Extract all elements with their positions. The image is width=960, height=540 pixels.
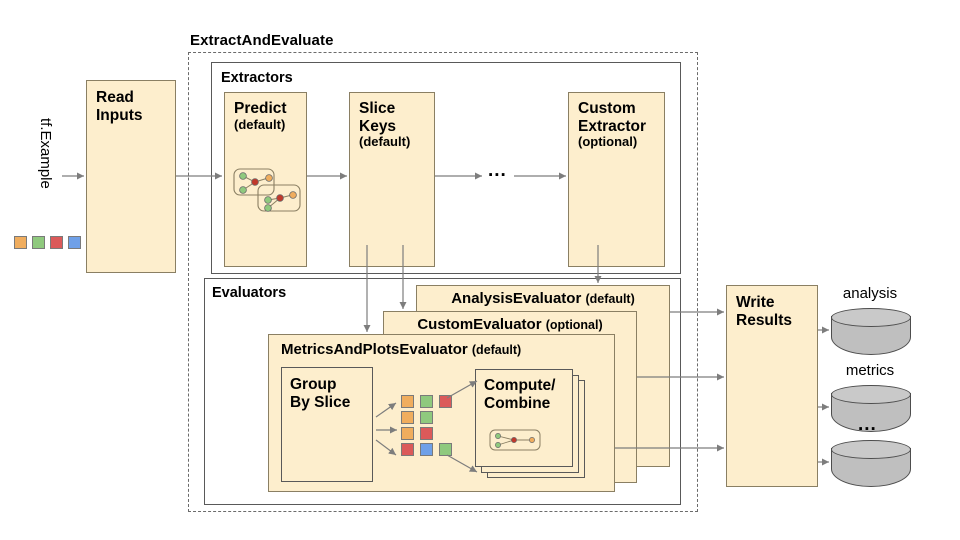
evaluator-custom-title: CustomEvaluator (optional) [417, 316, 603, 333]
slice-chip [401, 411, 414, 424]
slice-chip [401, 395, 414, 408]
evaluators-group [204, 278, 681, 505]
extractor-custom-title: Custom Extractor (optional) [578, 100, 647, 150]
group-by-slice-title: Group By Slice [290, 376, 351, 411]
slice-chip [420, 427, 433, 440]
output-caption-more: ... [858, 414, 877, 435]
chip-0 [14, 236, 27, 249]
slice-chip [420, 443, 433, 456]
chip-2 [50, 236, 63, 249]
chip-1 [32, 236, 45, 249]
chip-3 [68, 236, 81, 249]
slice-chip [420, 411, 433, 424]
read-inputs-title: Read Inputs [96, 89, 143, 124]
slice-chip-grid [401, 395, 471, 465]
output-caption-metrics: metrics [845, 362, 895, 379]
write-results-node[interactable]: Write Results [726, 285, 818, 487]
extractors-ellipsis: ... [488, 160, 507, 181]
evaluator-analysis-title: AnalysisEvaluator (default) [451, 290, 635, 307]
extractor-predict-title: Predict (default) [234, 100, 287, 132]
compute-combine-title: Compute/ Combine [484, 377, 556, 412]
graph-icon-small [489, 429, 541, 451]
slice-chip [401, 443, 414, 456]
extract-and-evaluate-title: ExtractAndEvaluate [190, 32, 334, 49]
slice-chip [401, 427, 414, 440]
evaluator-metrics-title: MetricsAndPlotsEvaluator (default) [281, 341, 522, 358]
output-cylinder-analysis[interactable] [831, 308, 911, 356]
evaluator-node-metrics-and-plots[interactable]: MetricsAndPlotsEvaluator (default) Group… [268, 334, 615, 492]
read-inputs-node[interactable]: Read Inputs [86, 80, 176, 273]
input-chips [14, 236, 84, 250]
graph-icon [233, 168, 301, 212]
extract-and-evaluate-group [188, 52, 698, 512]
extractors-group [211, 62, 681, 274]
slice-chip [420, 395, 433, 408]
evaluators-label: Evaluators [212, 285, 287, 301]
compute-combine-node[interactable]: Compute/ Combine [475, 369, 573, 467]
output-cylinder-metrics[interactable] [831, 385, 911, 433]
write-results-title: Write Results [736, 294, 792, 329]
extractor-node-slice-keys[interactable]: Slice Keys (default) [349, 92, 435, 267]
group-by-slice-node[interactable]: Group By Slice [281, 367, 373, 482]
output-caption-analysis: analysis [842, 285, 898, 302]
extractors-label: Extractors [221, 70, 293, 86]
slice-chip [439, 443, 452, 456]
extractor-node-custom[interactable]: Custom Extractor (optional) [568, 92, 665, 267]
slice-chip [439, 395, 452, 408]
output-cylinder-more[interactable] [831, 440, 911, 488]
extractor-slice-keys-title: Slice Keys (default) [359, 100, 411, 150]
extractor-node-predict[interactable]: Predict (default) [224, 92, 307, 267]
input-label: tf.Example [37, 118, 54, 189]
